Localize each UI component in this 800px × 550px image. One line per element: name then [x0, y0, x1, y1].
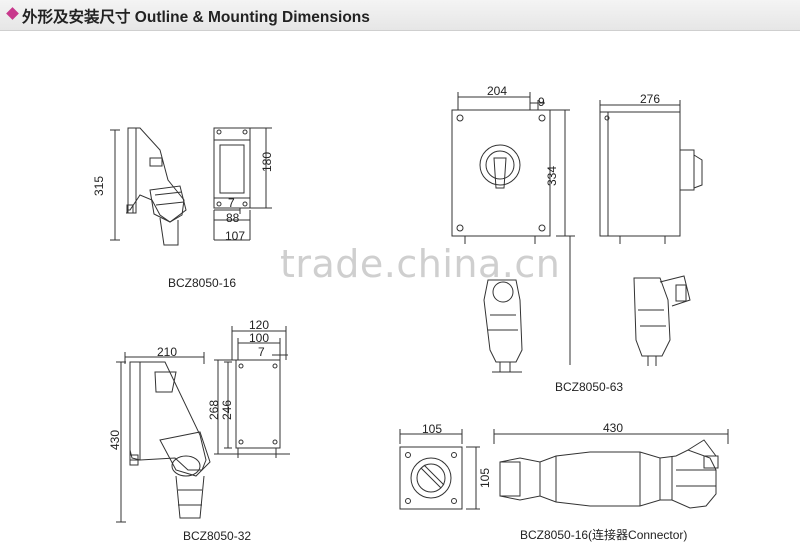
bcz32-front-view [214, 326, 290, 458]
label-bcz63: BCZ8050-63 [555, 380, 624, 394]
label-bcz32: BCZ8050-32 [183, 529, 252, 543]
dim-bcz32-120: 120 [249, 318, 270, 332]
connector-side-view [493, 429, 729, 509]
dim-connector-105-top: 105 [422, 422, 443, 436]
bcz63-side-view [599, 100, 703, 366]
bcz16-side-view [110, 127, 187, 246]
dim-bcz32-430: 430 [108, 429, 122, 450]
dim-bcz16-7: 7 [228, 196, 235, 210]
dim-bcz16-180: 180 [260, 151, 274, 172]
dim-connector-105-side: 105 [478, 467, 492, 488]
dim-bcz63-9: 9 [538, 95, 545, 109]
bcz32-side-view [116, 352, 211, 523]
dim-bcz16-107: 107 [225, 229, 246, 243]
dim-bcz32-100: 100 [249, 331, 270, 345]
bcz63-front-view [451, 92, 575, 373]
connector-front-view [399, 429, 480, 510]
section-header: 外形及安装尺寸 Outline & Mounting Dimensions [0, 0, 800, 31]
dim-bcz63-204: 204 [487, 84, 508, 98]
dim-connector-430: 430 [603, 421, 624, 435]
section-title: 外形及安装尺寸 Outline & Mounting Dimensions [22, 9, 370, 26]
dim-bcz16-88: 88 [226, 211, 240, 225]
watermark-text: trade.china.cn [280, 242, 561, 286]
label-connector: BCZ8050-16(连接器Connector) [520, 528, 688, 542]
dim-bcz63-276: 276 [640, 92, 661, 106]
dim-bcz32-210: 210 [157, 345, 178, 359]
bcz16-front-view [213, 127, 272, 241]
dim-bcz16-315: 315 [92, 175, 106, 196]
label-bcz16: BCZ8050-16 [168, 276, 237, 290]
dim-bcz32-7: 7 [258, 345, 265, 359]
dim-bcz32-268: 268 [207, 399, 221, 420]
dim-bcz63-334: 334 [545, 165, 559, 186]
dim-bcz32-246: 246 [220, 399, 234, 420]
